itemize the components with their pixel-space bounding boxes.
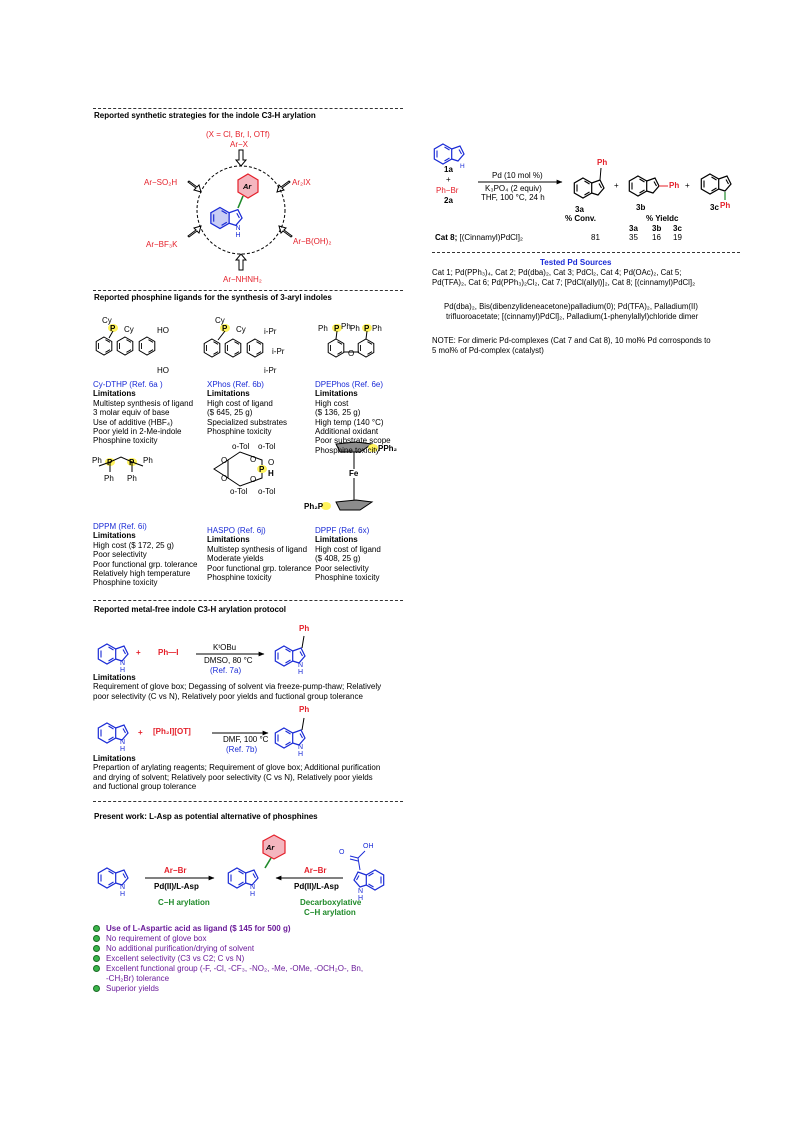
ligand-dppm: DPPM (Ref. 6i) Limitations High cost ($ … [93, 522, 198, 588]
conv-header: % Conv. [565, 214, 596, 223]
product-3b: 3b [636, 203, 646, 212]
reagent-diaryliodonium: [Ph₂I][OT] [153, 727, 191, 736]
metal-free-limitations-1: Limitations Requirement of glove box; De… [93, 673, 382, 701]
section-title-metal-free: Reported metal-free indole C3-H arylatio… [94, 605, 287, 614]
section-title-strategies: Reported synthetic strategies for the in… [94, 111, 316, 120]
bullet-icon [93, 985, 100, 993]
right-conditions: Pd(II)/L-Asp [294, 882, 339, 891]
reagent-arnhnh2: Ar−NHNH₂ [223, 275, 262, 284]
reagent-arboh2: Ar−B(OH)₂ [293, 237, 332, 246]
ligand-haspo: HASPO (Ref. 6j) Limitations Multistep sy… [207, 526, 312, 583]
product-3c: 3c [710, 203, 719, 212]
sm2-label: 2a [444, 196, 453, 205]
divider [93, 108, 403, 109]
reagent-arx: Ar−X [230, 140, 249, 149]
list-item: No requirement of glove box [93, 934, 363, 944]
list-item: Superior yields [93, 984, 363, 994]
ligand-dpephos: DPEPhos (Ref. 6e) Limitations High cost … [315, 380, 391, 455]
section-title-present-work: Present work: L-Asp as potential alterna… [94, 812, 318, 821]
list-item: Use of L-Aspartic acid as ligand ($ 145 … [93, 924, 363, 934]
ar-label: Ar [243, 182, 252, 191]
list-item: Excellent selectivity (C3 vs C2; C vs N) [93, 954, 363, 964]
right-reagent: Ar−Br [304, 866, 327, 875]
metal-free-limitations-2: Limitations Prepartion of arylating reag… [93, 754, 381, 792]
ligand-cydthp: Cy-DTHP (Ref. 6a ) Limitations Multistep… [93, 380, 194, 446]
ligand-dppf: DPPF (Ref. 6x) Limitations High cost of … [315, 526, 381, 583]
right-label-2: C−H arylation [304, 908, 356, 917]
section-title-ligands: Reported phosphine ligands for the synth… [94, 293, 332, 302]
reagent-arso2h: Ar−SO₂H [144, 178, 178, 187]
benefits-list: Use of L-Aspartic acid as ligand ($ 145 … [93, 924, 363, 994]
product-3a: 3a [575, 205, 584, 214]
reagent-phi: Ph—I [158, 648, 179, 657]
right-label-1: Decarboxylative [300, 898, 362, 907]
bullet-icon [93, 965, 100, 973]
reagent-ar2ix: Ar₂IX [292, 178, 311, 187]
left-label: C−H arylation [158, 898, 210, 907]
pd-sources-title: Tested Pd Sources [540, 258, 612, 267]
x-definition: (X = Cl, Br, I, OTf) [206, 130, 270, 139]
left-reagent: Ar−Br [164, 866, 187, 875]
bullet-icon [93, 955, 100, 963]
list-item: No additional purification/drying of sol… [93, 944, 363, 954]
sm2: Ph−Br [436, 186, 459, 195]
reagent-arbf3k: Ar−BF₃K [146, 240, 178, 249]
divider [432, 252, 740, 253]
list-item: -CH₂Br) tolerance [106, 974, 170, 983]
sm1-label: 1a [444, 165, 453, 174]
bullet-icon [93, 945, 100, 953]
divider [93, 801, 403, 802]
divider [93, 290, 403, 291]
left-conditions: Pd(II)/L-Asp [154, 882, 199, 891]
divider [93, 600, 403, 601]
bullet-icon [93, 925, 100, 933]
ligand-xphos: XPhos (Ref. 6b) Limitations High cost of… [207, 380, 288, 437]
bullet-icon [93, 935, 100, 943]
yield-header: % Yieldc [646, 214, 679, 223]
list-item: Excellent functional group (-F, -Cl, -CF… [93, 964, 363, 974]
table-row: Cat 8; [(Cinnamyl)PdCl]₂ [435, 233, 524, 242]
